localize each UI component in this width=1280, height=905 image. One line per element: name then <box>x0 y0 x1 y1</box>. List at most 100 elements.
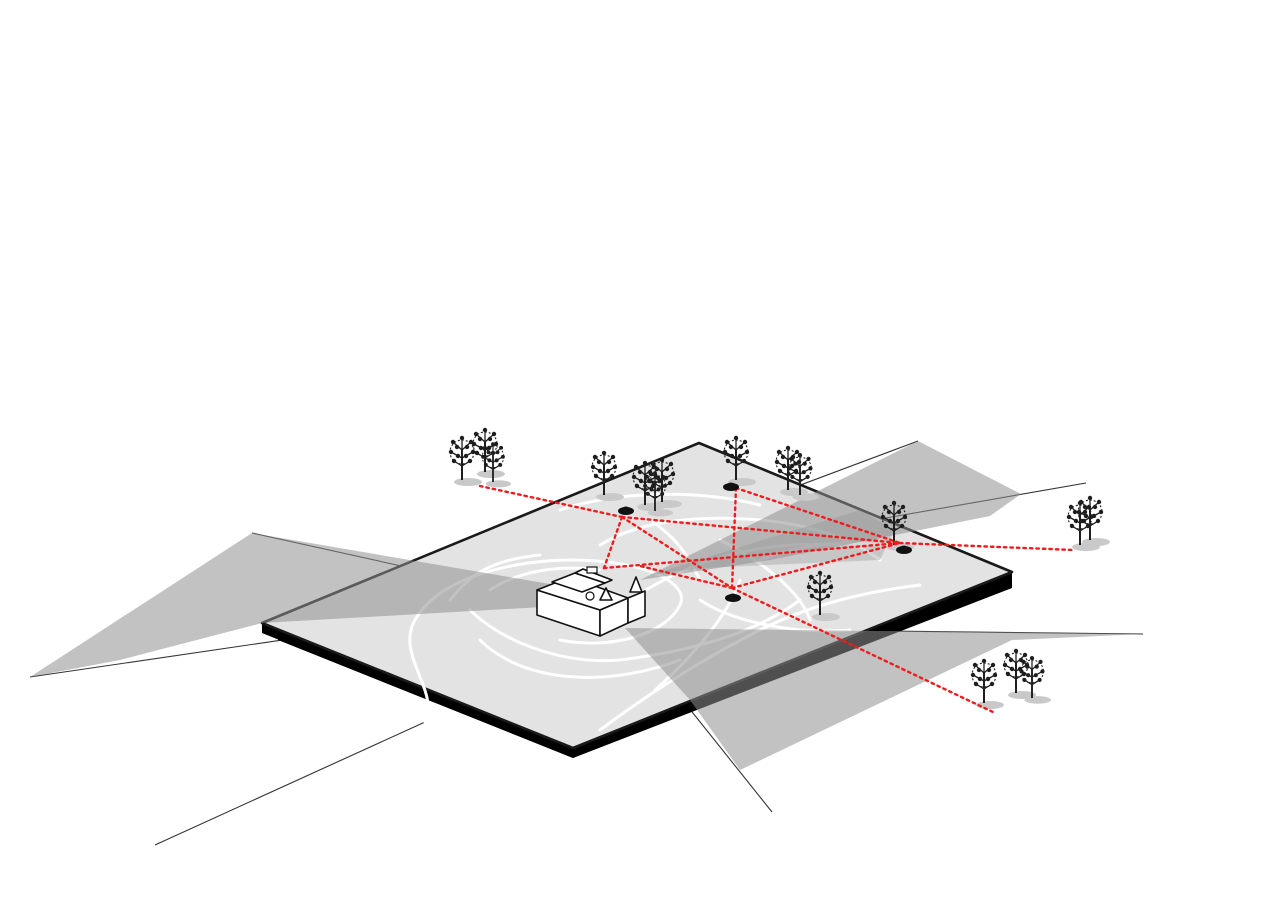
tree-leaf <box>593 473 599 479</box>
tree-leaf <box>499 445 504 450</box>
tree-leaf <box>1037 677 1042 683</box>
tree-leaf <box>809 593 815 599</box>
view-cones <box>30 441 1143 770</box>
tree-leaf <box>481 454 486 459</box>
building-roof-ridge <box>574 568 613 584</box>
tree-leaf <box>821 588 827 594</box>
observation-point-dome <box>620 506 632 511</box>
tree-leaf <box>1013 648 1019 654</box>
tree-leaf <box>1066 514 1072 520</box>
tree-leaf <box>450 439 456 445</box>
tree-leaf <box>1021 659 1026 664</box>
tree-leaf <box>882 504 888 510</box>
tree-leaf <box>659 457 665 463</box>
tree-leaf <box>487 458 492 463</box>
tree-leaf <box>661 474 666 479</box>
sightline <box>602 515 624 570</box>
sightlines <box>478 484 1076 715</box>
tree-leaf <box>1026 673 1031 678</box>
tree-leaf <box>1083 513 1089 519</box>
sightline <box>620 515 734 590</box>
tree-leaf <box>801 470 806 475</box>
tree-leaf <box>1005 671 1011 677</box>
tree-leaf <box>605 468 611 474</box>
tree-leaf <box>781 463 787 469</box>
tree-leaf <box>473 431 479 437</box>
garden-path <box>558 492 762 512</box>
tree-leaf <box>467 458 473 464</box>
building-spire <box>599 587 613 601</box>
tree-leaf <box>737 453 743 459</box>
tree-leaf <box>448 449 454 455</box>
tree-leaf <box>655 475 661 481</box>
tree-leaf <box>498 462 503 467</box>
tree-leaf <box>664 466 670 472</box>
tree-leaf <box>1095 518 1101 524</box>
tree-leaf <box>596 459 602 465</box>
tree-leaf <box>670 471 676 477</box>
tree-leaf <box>790 474 795 480</box>
tree-leaf <box>1008 657 1014 663</box>
tree-leaf <box>729 453 735 459</box>
tree-leaf <box>1002 662 1008 668</box>
tree-leaf <box>887 518 893 524</box>
tree-leaf <box>989 681 995 687</box>
tree-shadow <box>1082 538 1110 546</box>
tree <box>806 570 840 621</box>
tree-leaf <box>976 667 982 673</box>
tree-shadow <box>792 493 819 501</box>
tree-leaf <box>1096 499 1102 505</box>
tree-leaf <box>896 509 902 515</box>
tree-leaf <box>724 439 730 445</box>
tree-shadow <box>654 500 682 508</box>
tree-leaf <box>794 449 800 455</box>
tree-leaf <box>806 456 811 461</box>
tree-leaf <box>494 458 499 463</box>
observation-point <box>618 506 634 515</box>
tree-leaf <box>1082 504 1088 510</box>
garden-path <box>478 638 682 679</box>
tree-leaf <box>653 471 657 476</box>
tree <box>448 435 482 486</box>
tree-shadow <box>477 470 505 478</box>
tree <box>970 658 1004 709</box>
tree <box>643 471 673 517</box>
tree <box>1076 495 1110 546</box>
observation-point <box>725 593 741 602</box>
tree-leaf <box>899 523 905 529</box>
tree-leaf <box>777 468 783 474</box>
tree-leaf <box>643 483 648 488</box>
tree-leaf <box>986 667 992 673</box>
tree-leaf <box>822 579 828 585</box>
tree-leaf <box>500 454 505 459</box>
tree-leaf <box>667 480 673 486</box>
tree-leaf <box>1022 652 1028 658</box>
tree-leaf <box>1069 523 1075 529</box>
view-cone <box>640 441 1021 580</box>
sightline <box>730 541 902 590</box>
tree-leaf <box>1040 669 1045 674</box>
tree-leaf <box>808 574 814 580</box>
tree-leaf <box>491 431 497 437</box>
tree-leaf <box>1079 518 1085 524</box>
tree-shadow <box>812 613 840 621</box>
tree-leaf <box>657 479 662 484</box>
tree-leaf <box>609 473 615 479</box>
tree-leaf <box>610 454 616 460</box>
tree-leaf <box>826 574 832 580</box>
tree-leaf <box>463 453 469 459</box>
tree-leaf <box>478 445 484 451</box>
tree-leaf <box>742 439 748 445</box>
sightline <box>734 486 902 545</box>
tree-leaf <box>741 458 747 464</box>
building-chimney <box>586 566 598 574</box>
tree-shadow <box>647 509 673 517</box>
tree-leaf <box>728 444 734 450</box>
tree-leaf <box>970 672 976 678</box>
tree-leaf <box>592 454 598 460</box>
tree-leaf <box>774 459 780 465</box>
sightline <box>638 564 734 590</box>
view-cone <box>625 628 1143 770</box>
observation-point-dome <box>898 545 910 550</box>
